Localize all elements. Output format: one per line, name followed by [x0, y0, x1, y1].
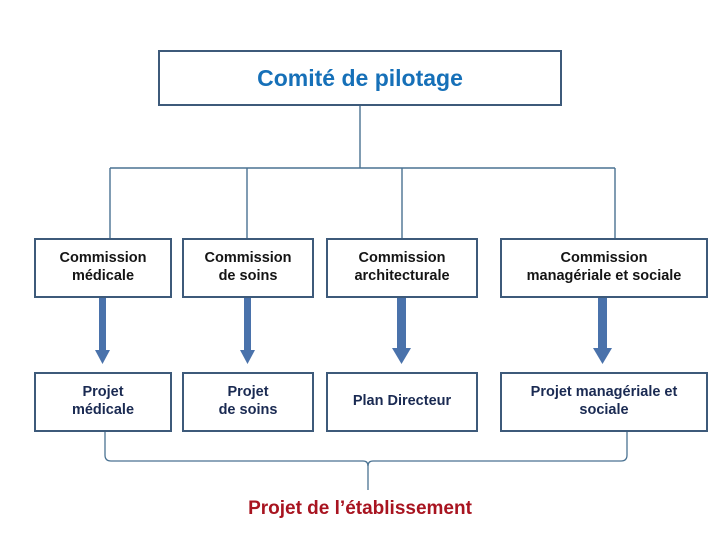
node-projet-medicale[interactable]: Projet médicale	[34, 372, 172, 432]
connector-footer-right	[367, 432, 628, 467]
node-label: Projet de soins	[218, 384, 278, 418]
node-label: Commission de soins	[204, 250, 292, 284]
node-label: Projet médicale	[71, 384, 135, 418]
arrow-commission-3-to-projet-3	[392, 298, 411, 364]
arrow-commission-4-to-projet-4	[593, 298, 612, 364]
bottom-bracket-connector	[104, 432, 628, 490]
node-label: Commission managériale et sociale	[526, 250, 682, 284]
node-label: Projet managériale et sociale	[530, 384, 678, 418]
node-commission-architecturale[interactable]: Commission architecturale	[326, 238, 478, 298]
commission-to-projet-arrows	[95, 298, 612, 364]
node-commission-de-soins[interactable]: Commission de soins	[182, 238, 314, 298]
connector-footer-left	[104, 432, 369, 490]
arrow-commission-1-to-projet-1	[95, 298, 110, 364]
node-comite-de-pilotage[interactable]: Comité de pilotage	[158, 50, 562, 106]
node-commission-medicale[interactable]: Commission médicale	[34, 238, 172, 298]
footer-projet-etablissement-label: Projet de l’établissement	[248, 498, 472, 519]
node-plan-directeur[interactable]: Plan Directeur	[326, 372, 478, 432]
node-projet-de-soins[interactable]: Projet de soins	[182, 372, 314, 432]
node-label: Plan Directeur	[352, 393, 452, 410]
node-label: Commission médicale	[59, 250, 147, 284]
node-label: Comité de pilotage	[257, 64, 463, 91]
node-projet-manageriale-et-sociale[interactable]: Projet managériale et sociale	[500, 372, 708, 432]
node-commission-manageriale-et-sociale[interactable]: Commission managériale et sociale	[500, 238, 708, 298]
top-bracket-connector	[109, 106, 616, 238]
node-label: Commission architecturale	[354, 250, 450, 284]
arrow-commission-2-to-projet-2	[240, 298, 255, 364]
